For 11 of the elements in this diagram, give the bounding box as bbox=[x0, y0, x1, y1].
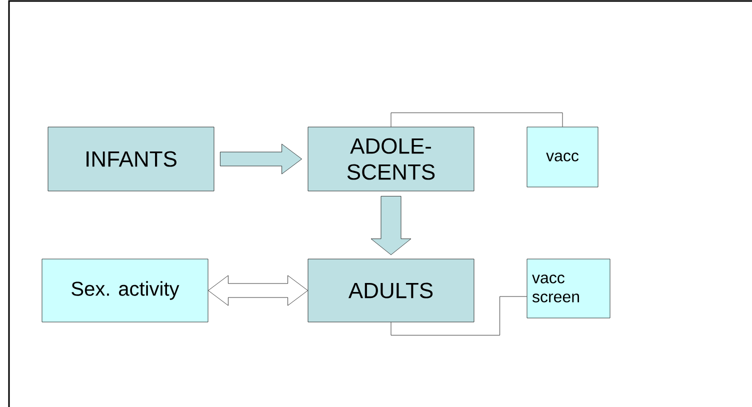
process-box: ADULTS bbox=[308, 258, 474, 322]
connector-line bbox=[390, 112, 563, 127]
block-arrow bbox=[208, 275, 308, 306]
block-arrow bbox=[220, 144, 302, 174]
block-arrow bbox=[370, 196, 412, 255]
process-box: Sex. activity bbox=[42, 258, 208, 322]
connector-line bbox=[390, 296, 527, 336]
process-box: vacc bbox=[526, 126, 598, 188]
process-box: ADOLE- SCENTS bbox=[308, 126, 474, 192]
process-box: vacc screen bbox=[526, 258, 610, 318]
process-box: INFANTS bbox=[48, 126, 214, 192]
